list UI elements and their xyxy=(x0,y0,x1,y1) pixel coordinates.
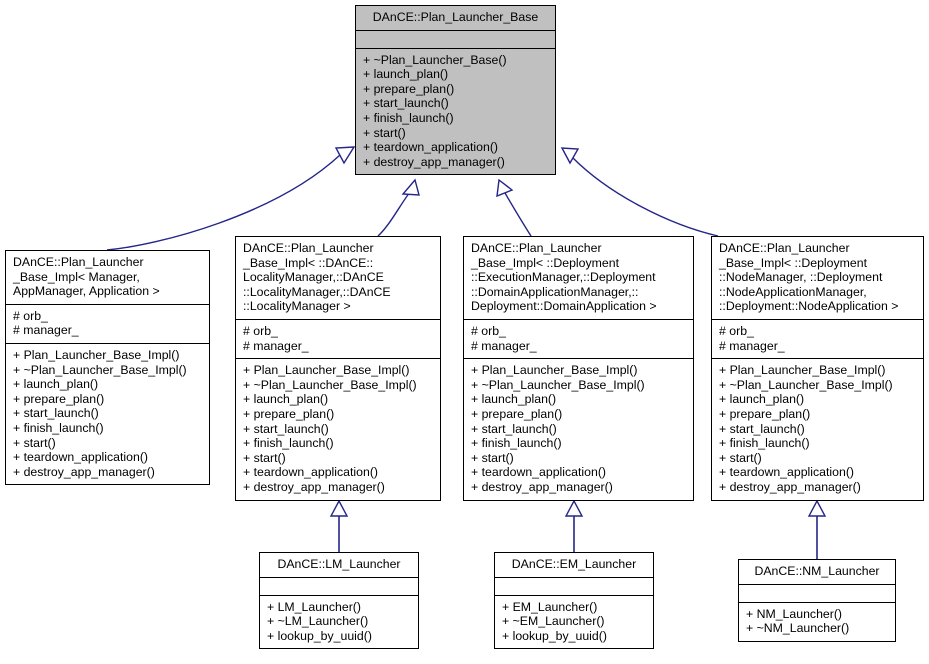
class-node-lm-launcher[interactable]: DAnCE::LM_Launcher + LM_Launcher() + ~LM… xyxy=(259,552,419,650)
attributes-list: # orb_ # manager_ xyxy=(243,323,309,353)
class-name: DAnCE::NM_Launcher xyxy=(754,564,880,578)
operations-list: + EM_Launcher() + ~EM_Launcher() + looku… xyxy=(502,599,607,643)
edge-em-launcher-to-impl-execution xyxy=(564,499,584,552)
attributes-list: # orb_ # manager_ xyxy=(13,308,79,338)
attributes-list: # orb_ # manager_ xyxy=(471,323,537,353)
edge-nm-launcher-to-impl-node xyxy=(807,499,827,559)
edge-impl-execution-to-base xyxy=(496,178,532,237)
operations-compartment: + Plan_Launcher_Base_Impl() + ~Plan_Laun… xyxy=(6,342,209,484)
class-name: DAnCE::Plan_Launcher _Base_Impl< ::DAnCE… xyxy=(243,241,391,314)
operations-compartment: + Plan_Launcher_Base_Impl() + ~Plan_Laun… xyxy=(712,358,923,499)
operations-compartment: + EM_Launcher() + ~EM_Launcher() + looku… xyxy=(495,594,653,649)
operations-compartment: + Plan_Launcher_Base_Impl() + ~Plan_Laun… xyxy=(464,358,693,499)
class-node-plan-launcher-base-impl-node-manager[interactable]: DAnCE::Plan_Launcher _Base_Impl< ::Deplo… xyxy=(711,236,924,501)
attributes-compartment: # orb_ # manager_ xyxy=(712,318,923,358)
operations-compartment: + ~Plan_Launcher_Base() + launch_plan() … xyxy=(356,47,555,175)
class-name: DAnCE::Plan_Launcher _Base_Impl< ::Deplo… xyxy=(719,241,899,314)
operations-list: + Plan_Launcher_Base_Impl() + ~Plan_Laun… xyxy=(471,363,645,494)
class-name: DAnCE::EM_Launcher xyxy=(511,557,637,571)
class-node-em-launcher[interactable]: DAnCE::EM_Launcher + EM_Launcher() + ~EM… xyxy=(494,552,654,650)
operations-compartment: + LM_Launcher() + ~LM_Launcher() + looku… xyxy=(260,594,418,649)
operations-compartment: + NM_Launcher() + ~NM_Launcher() xyxy=(739,601,895,641)
attributes-compartment xyxy=(739,583,895,602)
class-node-plan-launcher-base-impl-locality-manager[interactable]: DAnCE::Plan_Launcher _Base_Impl< ::DAnCE… xyxy=(235,236,441,501)
attributes-compartment xyxy=(495,576,653,595)
class-node-plan-launcher-base-impl-execution-manager[interactable]: DAnCE::Plan_Launcher _Base_Impl< ::Deplo… xyxy=(463,236,694,501)
operations-list: + Plan_Launcher_Base_Impl() + ~Plan_Laun… xyxy=(243,363,417,494)
attributes-list: # orb_ # manager_ xyxy=(719,323,785,353)
edge-impl-locality-to-base xyxy=(377,178,420,237)
operations-list: + Plan_Launcher_Base_Impl() + ~Plan_Laun… xyxy=(719,363,893,494)
class-name: DAnCE::Plan_Launcher _Base_Impl< Manager… xyxy=(13,255,160,299)
operations-list: + LM_Launcher() + ~LM_Launcher() + looku… xyxy=(267,599,372,643)
attributes-compartment: # orb_ # manager_ xyxy=(236,318,440,358)
class-name: DAnCE::Plan_Launcher_Base xyxy=(372,10,539,24)
operations-list: + NM_Launcher() + ~NM_Launcher() xyxy=(746,606,850,636)
operations-compartment: + Plan_Launcher_Base_Impl() + ~Plan_Laun… xyxy=(236,358,440,499)
operations-list: + Plan_Launcher_Base_Impl() + ~Plan_Laun… xyxy=(13,347,187,479)
class-node-plan-launcher-base-impl-manager[interactable]: DAnCE::Plan_Launcher _Base_Impl< Manager… xyxy=(5,250,210,486)
class-name: DAnCE::Plan_Launcher _Base_Impl< ::Deplo… xyxy=(471,241,657,314)
attributes-compartment xyxy=(260,576,418,595)
class-name: DAnCE::LM_Launcher xyxy=(277,557,401,571)
edge-impl-manager-to-base xyxy=(106,146,356,251)
edge-impl-node-to-base xyxy=(560,147,719,237)
attributes-compartment: # orb_ # manager_ xyxy=(464,318,693,358)
attributes-compartment: # orb_ # manager_ xyxy=(6,303,209,343)
operations-list: + ~Plan_Launcher_Base() + launch_plan() … xyxy=(363,52,507,169)
class-node-plan-launcher-base[interactable]: DAnCE::Plan_Launcher_Base + ~Plan_Launch… xyxy=(355,5,556,176)
edge-lm-launcher-to-impl-locality xyxy=(329,499,349,552)
class-node-nm-launcher[interactable]: DAnCE::NM_Launcher + NM_Launcher() + ~NM… xyxy=(738,559,896,642)
attributes-compartment xyxy=(356,29,555,48)
